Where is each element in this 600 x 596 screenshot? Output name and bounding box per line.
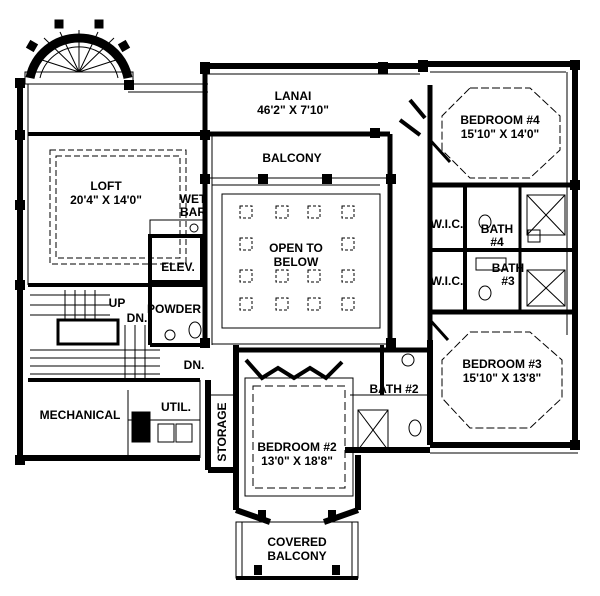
bath2-label: BATH #2	[369, 382, 418, 396]
stair-dn-label-1: DN.	[127, 311, 148, 325]
covered-balcony-label-1: COVERED	[267, 535, 327, 549]
open-to-below-grid	[239, 205, 355, 311]
mechanical-label: MECHANICAL	[40, 408, 121, 422]
stair-up-label: UP	[109, 296, 126, 310]
loft-name: LOFT	[90, 179, 122, 193]
bath4-label-1: BATH	[481, 222, 513, 236]
wet-bar-label-1: WET	[180, 192, 207, 206]
elev-label: ELEV.	[161, 260, 195, 274]
open-to-below-label-1: OPEN TO	[269, 241, 323, 255]
bedroom3-dims: 15'10" X 13'8"	[463, 371, 541, 385]
room-labels: LANAI 46'2" X 7'10" BALCONY BEDROOM #4 1…	[40, 89, 542, 563]
bedroom3-name: BEDROOM #3	[462, 357, 542, 371]
columns	[15, 60, 580, 575]
interior-walls	[28, 74, 575, 497]
turret	[24, 19, 134, 85]
bedroom2-dims: 13'0" X 18'8"	[261, 454, 333, 468]
lanai-dims: 46'2" X 7'10"	[257, 103, 329, 117]
bath4-label-2: #4	[490, 235, 504, 249]
powder-label: POWDER	[147, 302, 201, 316]
wet-bar-label-2: BAR	[180, 205, 206, 219]
bedroom2-name: BEDROOM #2	[257, 440, 337, 454]
bath3-label-2: #3	[501, 274, 515, 288]
loft-dims: 20'4" X 14'0"	[70, 193, 142, 207]
balcony-name: BALCONY	[262, 151, 321, 165]
wic-upper-label: W.I.C.	[431, 217, 464, 231]
open-to-below-label-2: BELOW	[274, 255, 319, 269]
bedroom4-name: BEDROOM #4	[460, 113, 540, 127]
util-label: UTIL.	[161, 400, 191, 414]
covered-balcony-label-2: BALCONY	[267, 549, 326, 563]
stair-dn-label-2: DN.	[184, 358, 205, 372]
bedroom4-dims: 15'10" X 14'0"	[461, 127, 539, 141]
lanai-name: LANAI	[275, 89, 312, 103]
bath3-label-1: BATH	[492, 261, 524, 275]
wic-lower-label: W.I.C.	[431, 274, 464, 288]
storage-label: STORAGE	[215, 402, 229, 461]
